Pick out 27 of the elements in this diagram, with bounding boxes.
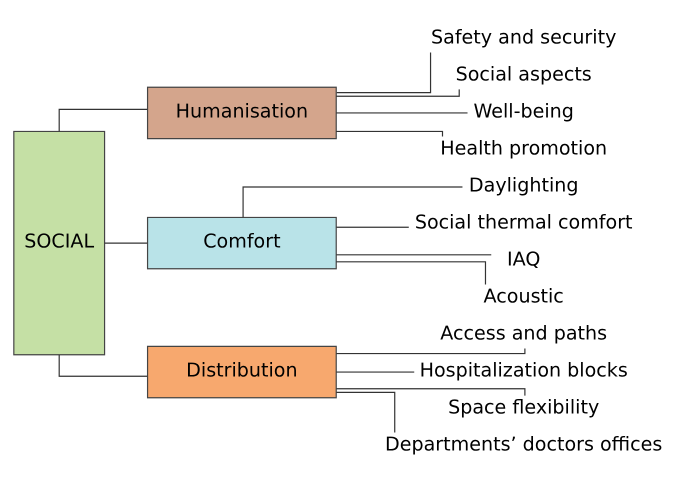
connector bbox=[336, 52, 431, 94]
connector bbox=[336, 226, 408, 228]
node-text: Social aspects bbox=[455, 62, 592, 86]
connector bbox=[336, 371, 414, 373]
connector bbox=[104, 242, 147, 244]
node-text: IAQ bbox=[506, 248, 540, 271]
node-box: Humanisation bbox=[146, 86, 336, 140]
connector bbox=[58, 108, 147, 132]
connector bbox=[336, 112, 468, 114]
connector bbox=[336, 392, 395, 433]
node-text: Access and paths bbox=[440, 322, 607, 345]
node-box: Distribution bbox=[146, 346, 336, 398]
connector bbox=[58, 354, 147, 377]
node-text: Health promotion bbox=[440, 136, 607, 160]
node-text: Daylighting bbox=[468, 174, 578, 197]
node-text: Acoustic bbox=[483, 284, 564, 308]
connector bbox=[336, 254, 491, 256]
node-text: Social thermal comfort bbox=[414, 210, 632, 234]
node-text: Hospitalization blocks bbox=[419, 358, 628, 382]
node-text: Safety and security bbox=[430, 25, 616, 48]
node-box: Comfort bbox=[146, 216, 336, 270]
node-text: Well-being bbox=[472, 99, 574, 122]
connector bbox=[242, 186, 462, 218]
node-text: Departments’ doctors offices bbox=[384, 432, 662, 456]
node-text: Space flexibility bbox=[448, 396, 599, 419]
connector bbox=[336, 261, 486, 285]
node-box: SOCIAL bbox=[12, 130, 105, 356]
